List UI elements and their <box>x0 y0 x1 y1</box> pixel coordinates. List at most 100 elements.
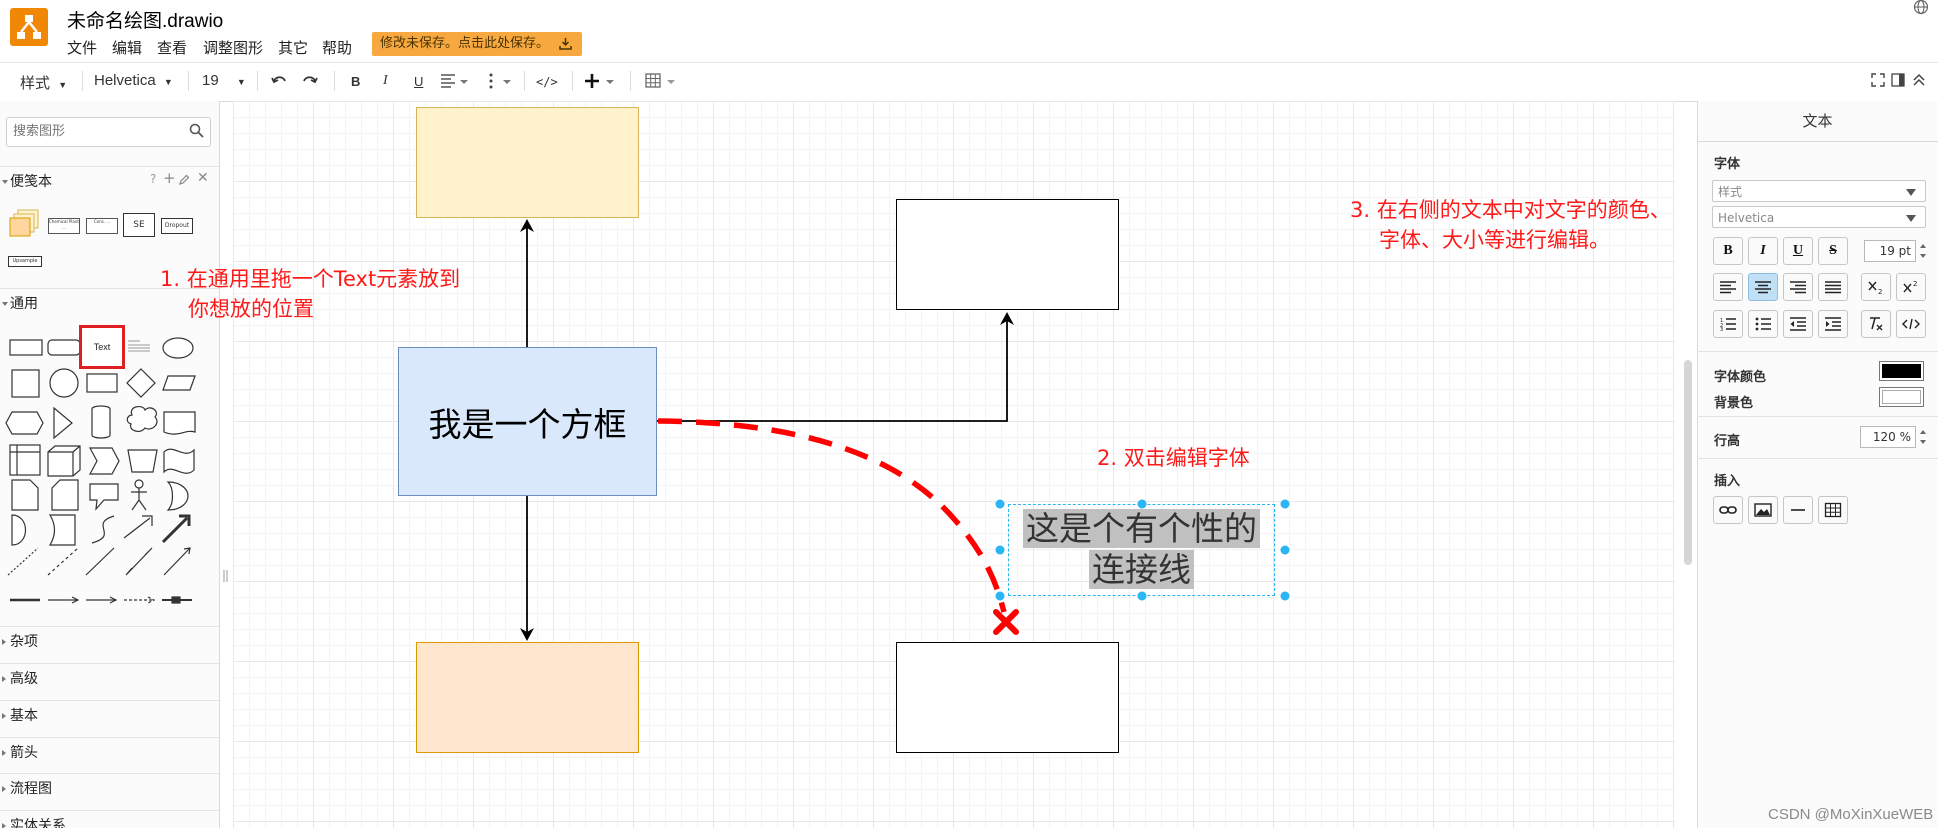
general-section-header[interactable]: 通用 <box>0 288 219 318</box>
menu-arrange[interactable]: 调整图形 <box>203 39 264 57</box>
chevron-down-icon: ▼ <box>163 77 173 87</box>
line-height-input[interactable]: 120 % <box>1860 426 1916 448</box>
diagram-box-top[interactable] <box>416 107 639 218</box>
insert-link-button[interactable] <box>1713 496 1743 524</box>
scratchpad-item[interactable]: SE <box>123 213 155 237</box>
entity-relation-section-header[interactable]: 实体关系 <box>0 810 219 828</box>
indent-button[interactable] <box>1818 310 1848 338</box>
align-left-button[interactable] <box>1713 273 1743 301</box>
align-dropdown-icon[interactable] <box>440 72 470 90</box>
insert-table-button[interactable] <box>1818 496 1848 524</box>
menu-file[interactable]: 文件 <box>67 39 98 57</box>
drawio-logo-icon[interactable] <box>10 8 48 46</box>
fullscreen-icon[interactable] <box>1871 73 1885 87</box>
shape-directional-connector <box>163 547 191 576</box>
format-panel-toggle-icon[interactable] <box>1891 73 1905 87</box>
rp-bold-button[interactable]: B <box>1713 237 1743 265</box>
caret-closed-icon <box>2 639 6 645</box>
font-size-dropdown[interactable]: 19 ▼ <box>202 72 246 89</box>
text-shape-highlighted[interactable]: Text <box>79 325 125 369</box>
caret-closed-icon <box>2 786 6 792</box>
scratchpad-help-icon[interactable]: ? <box>150 172 157 186</box>
shape-search-field[interactable] <box>6 117 211 147</box>
outdent-button[interactable] <box>1783 310 1813 338</box>
bold-button[interactable]: B <box>351 74 361 89</box>
rp-html-button[interactable] <box>1896 310 1926 338</box>
subscript-icon: 2 <box>1868 281 1882 295</box>
language-globe-icon[interactable] <box>1912 0 1930 18</box>
advanced-section-header[interactable]: 高级 <box>0 663 219 693</box>
html-code-button[interactable]: </> <box>536 75 558 89</box>
arrows-section-header[interactable]: 箭头 <box>0 737 219 767</box>
insert-image-button[interactable] <box>1748 496 1778 524</box>
shape-search-input[interactable] <box>7 118 183 144</box>
edge-label-line2[interactable]: 连接线 <box>1089 550 1194 589</box>
caret-closed-icon <box>2 823 6 828</box>
textbox-shape-icon[interactable] <box>126 339 152 355</box>
clear-formatting-button[interactable] <box>1861 310 1891 338</box>
flowchart-section-header[interactable]: 流程图 <box>0 773 219 803</box>
edge-label-text[interactable]: 这是个有个性的 连接线 <box>1008 508 1275 590</box>
underline-button[interactable]: U <box>414 74 424 89</box>
general-shapes-palette[interactable] <box>0 320 210 620</box>
align-center-button[interactable] <box>1748 273 1778 301</box>
canvas-vertical-scrollbar[interactable] <box>1684 360 1692 565</box>
font-color-swatch[interactable] <box>1879 361 1924 381</box>
document-title[interactable]: 未命名绘图.drawio <box>67 11 224 32</box>
rp-strikethrough-button[interactable]: S <box>1818 237 1848 265</box>
italic-button[interactable]: I <box>383 73 388 88</box>
diagram-box-right-top[interactable] <box>896 199 1119 310</box>
menu-extras[interactable]: 其它 <box>278 39 309 57</box>
scratchpad-item[interactable]: Chemical Plant ... <box>48 218 80 234</box>
font-style-select[interactable]: 样式 <box>1712 180 1926 202</box>
scratchpad-item[interactable]: Dropout <box>161 218 193 234</box>
unsaved-changes-button[interactable]: 修改未保存。点击此处保存。 <box>372 32 583 56</box>
line-height-spinner-icon[interactable] <box>1918 426 1928 448</box>
menu-view[interactable]: 查看 <box>157 39 188 57</box>
scratchpad-close-icon[interactable]: ✕ <box>197 170 209 186</box>
table-icon[interactable] <box>645 72 679 90</box>
diagram-box-center[interactable]: 我是一个方框 <box>398 347 657 496</box>
font-family-select[interactable]: Helvetica <box>1712 206 1926 228</box>
insert-plus-icon[interactable] <box>584 72 618 90</box>
scratchpad-edit-pencil-icon[interactable] <box>178 174 190 186</box>
annotation-note-2: 2. 双击编辑字体 <box>1097 446 1250 470</box>
misc-section-header[interactable]: 杂项 <box>0 626 219 656</box>
sidebar-resize-handle-icon[interactable] <box>223 570 229 582</box>
scratchpad-section-header[interactable]: 便笺本 <box>0 166 219 196</box>
collapse-chevron-up-icon[interactable] <box>1912 73 1926 87</box>
basic-section-header[interactable]: 基本 <box>0 700 219 730</box>
font-family-dropdown[interactable]: Helvetica ▼ <box>94 72 173 89</box>
style-dropdown[interactable]: 样式 ▼ <box>20 72 67 93</box>
undo-icon[interactable] <box>270 72 288 90</box>
center-box-label[interactable]: 我是一个方框 <box>428 404 627 444</box>
selection-handles[interactable] <box>990 498 1290 604</box>
bullet-list-button[interactable] <box>1748 310 1778 338</box>
toolbar-divider <box>630 71 631 91</box>
subscript-button[interactable]: 2 <box>1861 273 1891 301</box>
scratchpad-item[interactable]: Upsample <box>8 256 42 267</box>
scratchpad-item[interactable]: Cons. ... <box>86 218 118 234</box>
rp-underline-button[interactable]: U <box>1783 237 1813 265</box>
edge-label-line1[interactable]: 这是个有个性的 <box>1023 509 1260 548</box>
diagram-box-bottom-left[interactable] <box>416 642 639 753</box>
scratchpad-item-stack-icon[interactable] <box>8 208 42 238</box>
menu-edit[interactable]: 编辑 <box>112 39 143 57</box>
background-color-swatch[interactable] <box>1879 387 1924 407</box>
redo-icon[interactable] <box>301 72 319 90</box>
menu-help[interactable]: 帮助 <box>322 39 353 57</box>
align-right-button[interactable] <box>1783 273 1813 301</box>
superscript-button[interactable]: 2 <box>1896 273 1926 301</box>
format-panel-tab-text[interactable]: 文本 <box>1697 101 1938 142</box>
font-size-spinner-icon[interactable] <box>1918 240 1928 262</box>
more-format-dropdown-icon[interactable] <box>486 72 516 90</box>
toolbar-divider <box>257 71 258 91</box>
justify-button[interactable] <box>1818 273 1848 301</box>
font-size-input[interactable]: 19 pt <box>1864 240 1916 262</box>
search-icon[interactable] <box>189 123 204 138</box>
scratchpad-add-icon[interactable]: + <box>163 169 176 187</box>
insert-horizontal-rule-button[interactable] <box>1783 496 1813 524</box>
rp-italic-button[interactable]: I <box>1748 237 1778 265</box>
diagram-box-right-bottom[interactable] <box>896 642 1119 753</box>
